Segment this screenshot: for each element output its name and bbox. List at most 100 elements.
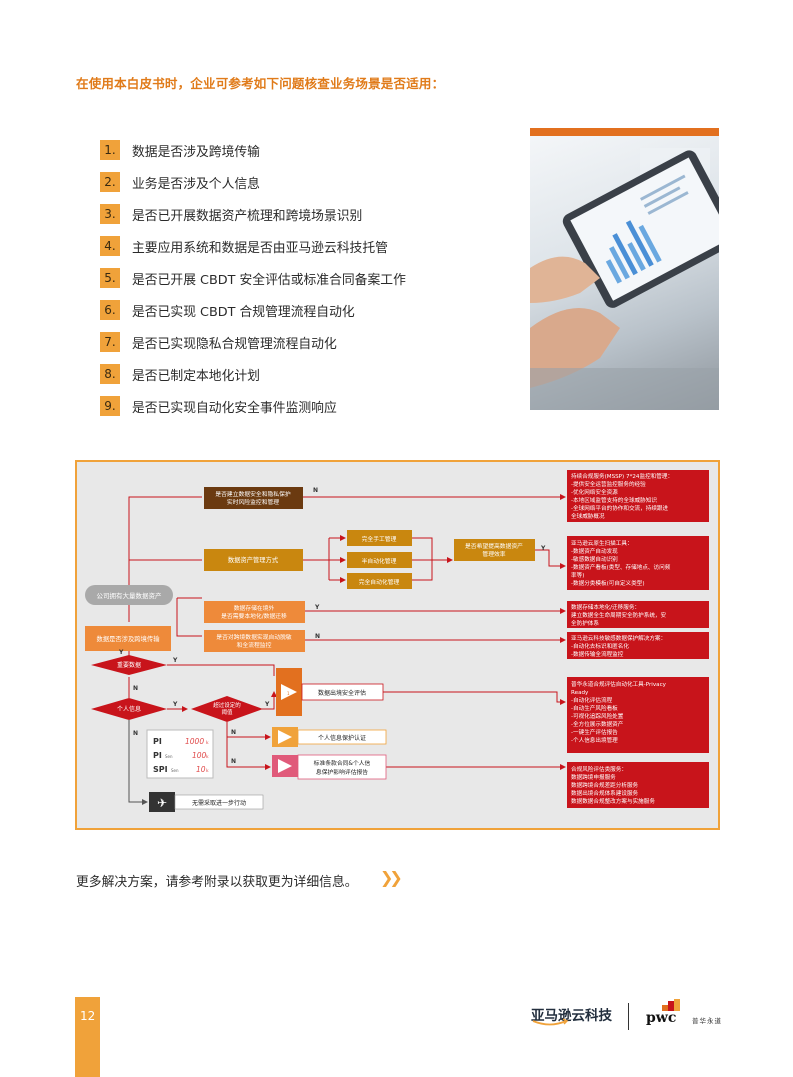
node-semi-auto: 半自动化管理: [362, 557, 397, 565]
decision-threshold-l2: 阈值: [221, 708, 233, 716]
item-number: 9.: [100, 396, 120, 416]
pwc-logo: pwc: [646, 1010, 677, 1026]
item-number: 5.: [100, 268, 120, 288]
result-scan-item: -数据分类模板(可自定义类型): [571, 579, 645, 587]
node-storage-l2: 是否需要本地化/数据迁移: [221, 612, 287, 620]
node-sensitive-l2: 和全流程监控: [237, 641, 272, 649]
start-node: 公司拥有大量数据资产: [97, 591, 163, 600]
item-text: 是否已实现自动化安全事件监测响应: [132, 400, 337, 416]
pwc-chinese-name: 普华永道: [692, 1017, 722, 1025]
label-y: Y: [264, 701, 270, 708]
spi-value: 10: [196, 765, 206, 774]
plane-icon: ✈: [157, 796, 167, 810]
pi-sen-unit: k: [206, 754, 209, 760]
node-privacy-l1: 是否建立数据安全和隐私保护: [215, 490, 291, 498]
item-text: 是否已开展数据资产梳理和跨境场景识别: [132, 208, 363, 224]
page-number-bar: [75, 997, 100, 1077]
result-sensitive-item: -自动化去标识和匿名化: [571, 642, 629, 650]
label-y: Y: [118, 649, 124, 656]
node-scc-l1: 标准条款合同&个人信: [314, 759, 371, 767]
tablet-photo: [530, 128, 719, 410]
decision-personal-info: 个人信息: [117, 705, 141, 713]
result-risk-title: 合规风险评估类服务：: [571, 765, 627, 773]
item-text: 是否已开展 CBDT 安全评估或标准合同备案工作: [132, 272, 406, 288]
item-text: 主要应用系统和数据是否由亚马逊云科技托管: [132, 240, 388, 256]
result-mssp-item: -本地区域监管支持的全球威胁知识: [571, 496, 657, 504]
result-privacy-ready-item: -可视化追踪风险处置: [571, 712, 624, 720]
pi-sen-value: 100: [192, 751, 207, 760]
result-risk-item: 数据跨境合规差距分析服务: [571, 781, 639, 789]
flowchart-diagram: 公司拥有大量数据资产 数据是否涉及跨境传输 是否建立数据安全和隐私保护 实时风险…: [85, 470, 709, 812]
intro-heading: 在使用本白皮书时，企业可参考如下问题核查业务场景是否适用：: [76, 76, 445, 91]
result-mssp-item: -提供安全运营监控服务的经验: [571, 480, 646, 488]
list-item: 2. 业务是否涉及个人信息: [100, 166, 406, 198]
spi-sen-sub: Sen: [171, 768, 179, 773]
node-scc-l2: 息保护影响评估报告: [316, 768, 368, 776]
label-y: Y: [540, 545, 546, 552]
result-localization-item: 全防护体系: [571, 619, 599, 627]
result-scan-title: 亚马逊云原生扫描工具：: [571, 539, 633, 547]
node-storage-l1: 数据存储在境外: [234, 604, 275, 612]
label-n: N: [133, 730, 138, 737]
result-privacy-ready-title: Ready: [571, 690, 589, 696]
list-item: 8. 是否已制定本地化计划: [100, 358, 406, 390]
result-risk-item: 数据出境合规体系建设服务: [571, 789, 639, 797]
pi-sen-label: PI: [153, 751, 162, 760]
node-asset-mgmt: 数据资产管理方式: [228, 555, 279, 564]
label-n: N: [231, 729, 236, 736]
result-privacy-ready-item: -自动化评估流程: [571, 696, 613, 704]
node-manual: 完全手工管理: [362, 535, 397, 543]
question-list: 1. 数据是否涉及跨境传输 2. 业务是否涉及个人信息 3.是否已开展数据资产梳理和…: [100, 134, 406, 422]
double-chevron-icon[interactable]: ❯❯: [380, 868, 403, 887]
item-number: 7.: [100, 332, 120, 352]
result-scan-item: -数据资产自动发现: [571, 547, 618, 555]
result-privacy-ready-item: -个人信息出境管理: [571, 736, 618, 744]
s1-number: 1: [287, 691, 290, 696]
item-number: 6.: [100, 300, 120, 320]
item-number: 4.: [100, 236, 120, 256]
node-security-assessment: 数据出境安全评估: [318, 689, 366, 697]
result-privacy-ready-title: 普华永道合规评估自动化工具-Privacy: [571, 680, 667, 688]
list-item: 9. 是否已实现自动化安全事件监测响应: [100, 390, 406, 422]
node-sensitive-l1: 是否对跨境数据实现自动脱敏: [216, 633, 292, 641]
spi-unit: k: [206, 768, 209, 774]
decision-threshold-l1: 超过设定的: [213, 701, 241, 709]
pwc-mark-icon: [662, 999, 680, 1011]
item-number: 1.: [100, 140, 120, 160]
item-text: 业务是否涉及个人信息: [132, 176, 260, 192]
node-efficiency-l1: 是否希望提高数据资产: [465, 542, 523, 550]
result-localization-item: 建立数据全生命周期安全防护系统，安: [571, 611, 667, 619]
node-full-auto: 完全自动化管理: [359, 578, 400, 586]
result-mssp-item: 全球威胁概况: [571, 512, 605, 520]
aws-logo: 亚马逊云科技: [531, 1008, 612, 1024]
logo-divider: [628, 1003, 629, 1030]
item-number: 8.: [100, 364, 120, 384]
list-item: 3.是否已开展数据资产梳理和跨境场景识别: [100, 198, 406, 230]
aws-smile-icon: [532, 1018, 569, 1026]
result-scan-item: 率等): [571, 571, 584, 579]
result-privacy-ready-item: -一键生产评估报告: [571, 728, 618, 736]
node-privacy-l2: 实时风险监控和管理: [227, 498, 279, 506]
item-text: 是否已实现 CBDT 合规管理流程自动化: [132, 304, 355, 320]
list-item: 4. 主要应用系统和数据是否由亚马逊云科技托管: [100, 230, 406, 262]
node-no-action: 无需采取进一步行动: [192, 799, 246, 807]
item-number: 2.: [100, 172, 120, 192]
label-n: N: [315, 633, 320, 640]
result-mssp-item: -全球网络平台的协作和交流，持续跟进: [571, 504, 669, 512]
label-y: Y: [172, 657, 178, 664]
item-text: 数据是否涉及跨境传输: [132, 144, 260, 160]
node-efficiency-l2: 管理效率: [482, 550, 505, 558]
item-text: 是否已实现隐私合规管理流程自动化: [132, 336, 337, 352]
list-item: 7. 是否已实现隐私合规管理流程自动化: [100, 326, 406, 358]
pi-label: PI: [153, 737, 162, 746]
tablet-illustration: [530, 148, 719, 410]
result-privacy-ready-item: -自动生产风险看板: [571, 704, 618, 712]
flowchart: 公司拥有大量数据资产 数据是否涉及跨境传输 是否建立数据安全和隐私保护 实时风险…: [75, 460, 720, 830]
item-text: 是否已制定本地化计划: [132, 368, 260, 384]
node-cross-border: 数据是否涉及跨境传输: [97, 634, 161, 643]
list-item: 5. 是否已开展 CBDT 安全评估或标准合同备案工作: [100, 262, 406, 294]
pi-sen-sub: Sen: [165, 754, 173, 759]
page-number: 12: [80, 1009, 96, 1023]
list-item: 1. 数据是否涉及跨境传输: [100, 134, 406, 166]
result-risk-item: 数据数据合规整改方案与实施服务: [571, 797, 655, 805]
